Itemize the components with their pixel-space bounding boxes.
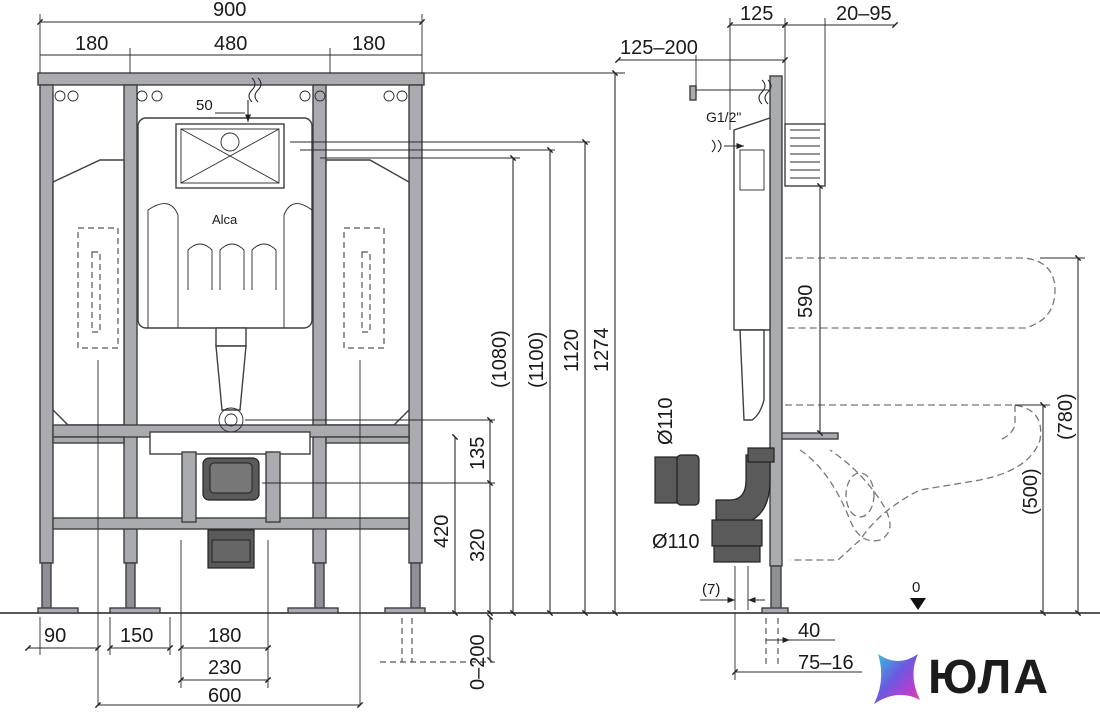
dim-h-1100: (1100) bbox=[526, 332, 548, 388]
dim-flush-offset: 50 bbox=[196, 97, 213, 114]
pipe-diameter-lower: Ø110 bbox=[652, 531, 699, 553]
dim-overall-width: 900 bbox=[213, 0, 246, 21]
side-dimension-lines bbox=[614, 18, 1085, 680]
dim-h-1080: (1080) bbox=[489, 330, 511, 388]
dim-20-95: 20–95 bbox=[836, 3, 892, 25]
dim-500: (500) bbox=[1020, 468, 1042, 515]
dim-h-420: 420 bbox=[431, 515, 453, 548]
dim-w-180: 180 bbox=[208, 625, 241, 647]
dim-side-right: 180 bbox=[352, 33, 385, 55]
dim-780: (780) bbox=[1055, 393, 1077, 440]
dim-h-1120: 1120 bbox=[561, 329, 583, 372]
side-view bbox=[654, 75, 1056, 614]
dim-75-16: 75–16 bbox=[798, 652, 854, 674]
dim-590: 590 bbox=[795, 285, 817, 318]
dim-middle: 480 bbox=[214, 33, 247, 55]
brand: ЮЛА bbox=[862, 648, 1100, 712]
front-dimension-lines bbox=[24, 14, 625, 709]
thread-label: G1/2" bbox=[706, 109, 741, 125]
dim-w-150: 150 bbox=[120, 625, 153, 647]
dim-125-200: 125–200 bbox=[620, 37, 698, 59]
floor-zero: 0 bbox=[912, 579, 920, 596]
front-view: Alca bbox=[37, 72, 426, 614]
dim-h-0-200: 0–200 bbox=[467, 634, 489, 690]
brand-logo bbox=[874, 654, 920, 704]
tank-logo: Alca bbox=[212, 212, 238, 227]
dim-w-600: 600 bbox=[208, 685, 241, 707]
brand-wordmark: ЮЛА bbox=[928, 651, 1051, 704]
pipe-diameter-upper: Ø110 bbox=[655, 398, 677, 445]
dim-40: 40 bbox=[798, 620, 820, 642]
front-dimension-labels: 900 180 480 180 50 (1080) (1100) 1120 12… bbox=[44, 0, 613, 707]
dim-h-320: 320 bbox=[467, 529, 489, 562]
dim-h-135: 135 bbox=[467, 437, 489, 470]
dim-w-230: 230 bbox=[208, 657, 241, 679]
dim-side-left: 180 bbox=[75, 33, 108, 55]
dim-w-90: 90 bbox=[44, 625, 66, 647]
dim-125: 125 bbox=[740, 3, 773, 25]
dim-h-1274: 1274 bbox=[591, 328, 613, 373]
dim-7: (7) bbox=[702, 581, 720, 598]
brand-star-icon bbox=[874, 654, 920, 704]
side-dimension-labels: 125 20–95 125–200 G1/2" 590 (780) (500) … bbox=[620, 3, 1077, 674]
